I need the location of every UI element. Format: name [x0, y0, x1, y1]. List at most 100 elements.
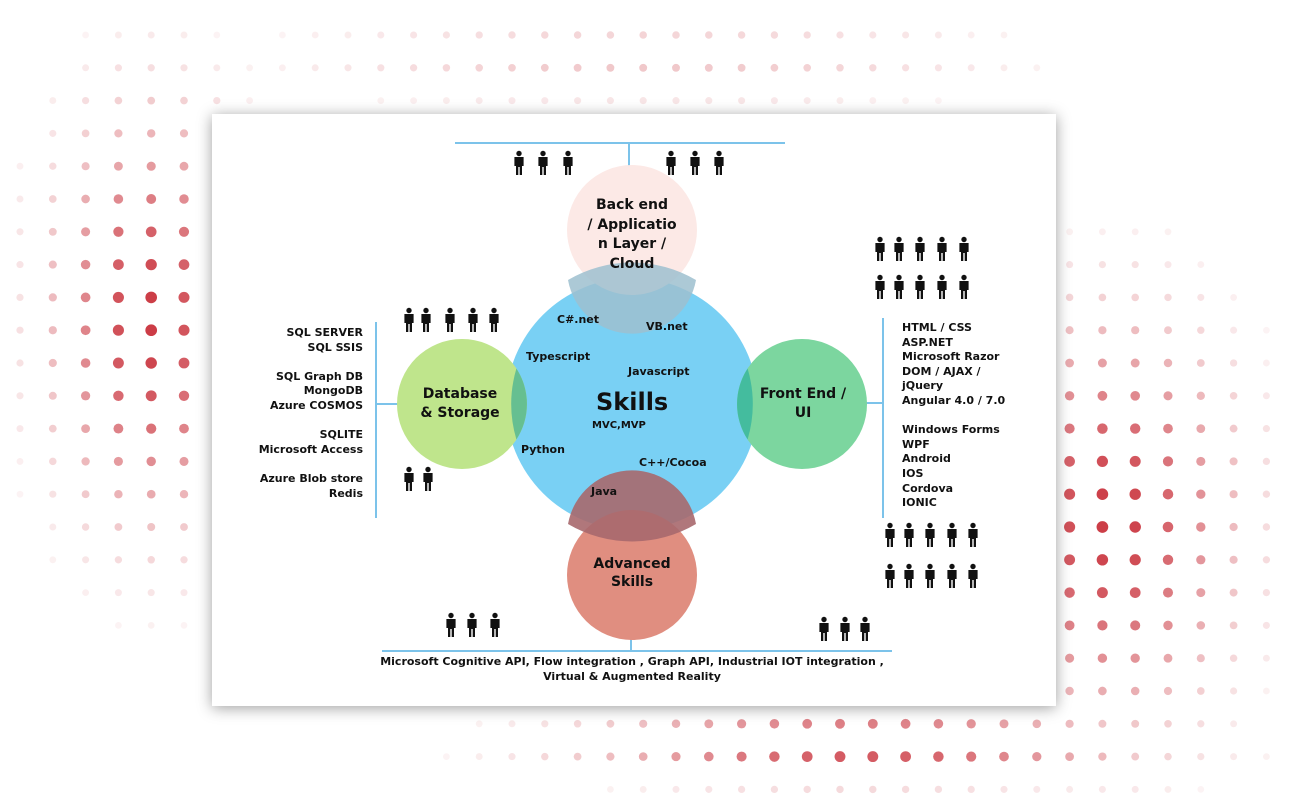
background-dot: [1196, 621, 1206, 630]
list-item: IONIC: [902, 496, 937, 510]
background-dot: [672, 63, 680, 72]
background-dot: [16, 293, 24, 301]
background-dot: [145, 357, 157, 369]
list-item: Virtual & Augmented Reality: [543, 669, 721, 683]
background-dot: [1066, 261, 1074, 269]
background-dot: [1162, 587, 1174, 598]
background-dot: [1162, 521, 1174, 533]
background-dot: [639, 785, 647, 793]
background-dot: [16, 490, 24, 498]
background-dot: [1065, 293, 1074, 302]
background-dot: [769, 751, 780, 762]
background-dot: [835, 718, 845, 729]
background-dot: [1064, 521, 1076, 533]
background-dot: [639, 31, 647, 39]
background-dot: [606, 752, 615, 761]
background-dot: [1197, 786, 1205, 793]
background-dot: [1196, 456, 1206, 466]
background-dot: [1131, 293, 1139, 302]
background-dot: [278, 64, 286, 72]
background-dot: [114, 31, 122, 39]
background-dot: [1262, 556, 1271, 564]
background-dot: [48, 326, 57, 335]
background-dot: [1130, 390, 1141, 401]
background-dot: [1064, 456, 1075, 467]
background-dot: [48, 195, 57, 203]
background-dot: [703, 751, 714, 762]
background-dot: [213, 64, 221, 72]
background-dot: [1163, 423, 1173, 434]
background-dot: [737, 31, 746, 39]
list-item: ASP.NET: [902, 335, 953, 349]
background-dot: [738, 97, 746, 105]
center-title: Skills: [596, 388, 669, 416]
person-group-icon: [666, 150, 724, 175]
background-dot: [1196, 522, 1206, 532]
background-dot: [1096, 455, 1108, 467]
background-dot: [48, 293, 57, 302]
background-dot: [114, 489, 123, 499]
background-dot: [933, 751, 944, 762]
background-dot: [1197, 752, 1205, 761]
background-dot: [1163, 686, 1173, 696]
background-dot: [1130, 423, 1141, 434]
background-dot: [1131, 228, 1139, 236]
background-dot: [1230, 326, 1238, 334]
background-dot: [1164, 261, 1172, 269]
background-dot: [377, 97, 385, 104]
background-dot: [1000, 31, 1008, 39]
background-dot: [1262, 457, 1271, 466]
background-dot: [246, 64, 253, 72]
background-dot: [1197, 326, 1205, 334]
list-item: SQL SSIS: [307, 340, 363, 354]
background-dot: [81, 194, 90, 204]
background-dot: [1097, 620, 1108, 631]
list-item: MongoDB: [303, 384, 363, 398]
background-dot: [1065, 686, 1074, 696]
background-dot: [1164, 326, 1172, 335]
background-dot: [180, 31, 188, 39]
background-dot: [606, 97, 614, 105]
background-dot: [508, 31, 516, 39]
background-dot: [869, 31, 877, 39]
background-dot: [145, 258, 157, 271]
background-dot: [147, 96, 156, 105]
background-dot: [770, 31, 779, 39]
background-dot: [770, 63, 779, 72]
background-dot: [147, 522, 156, 532]
background-dot: [869, 785, 877, 794]
background-dot: [1000, 785, 1008, 793]
background-dot: [49, 162, 57, 170]
background-dot: [114, 64, 123, 72]
center-item-typescript: Typescript: [526, 350, 591, 363]
background-dot: [178, 291, 190, 303]
background-dot: [836, 97, 844, 105]
background-dot: [1229, 654, 1238, 662]
background-dot: [541, 97, 549, 105]
center-item-csharp: C#.net: [557, 313, 600, 326]
background-dot: [180, 589, 188, 597]
background-dot: [933, 719, 944, 729]
background-dot: [1032, 719, 1042, 729]
background-dot: [1263, 326, 1270, 334]
background-dot: [606, 63, 615, 72]
background-dot: [672, 31, 680, 39]
background-dot: [1197, 720, 1205, 728]
background-dot: [344, 64, 352, 72]
background-dot: [1229, 522, 1238, 532]
backend-label-line: n Layer /: [597, 236, 667, 252]
background-dot: [80, 259, 91, 270]
background-dot: [1131, 261, 1139, 269]
background-dot: [1000, 64, 1008, 72]
background-dot: [113, 390, 124, 402]
background-dot: [573, 63, 582, 72]
background-dot: [1229, 392, 1238, 400]
background-dot: [607, 786, 614, 793]
background-dot: [1064, 620, 1075, 631]
background-dot: [801, 751, 813, 762]
background-dot: [1131, 719, 1140, 728]
background-dot: [1230, 753, 1238, 761]
background-dot: [48, 424, 57, 433]
background-dot: [48, 391, 57, 400]
background-dot: [1065, 719, 1074, 728]
